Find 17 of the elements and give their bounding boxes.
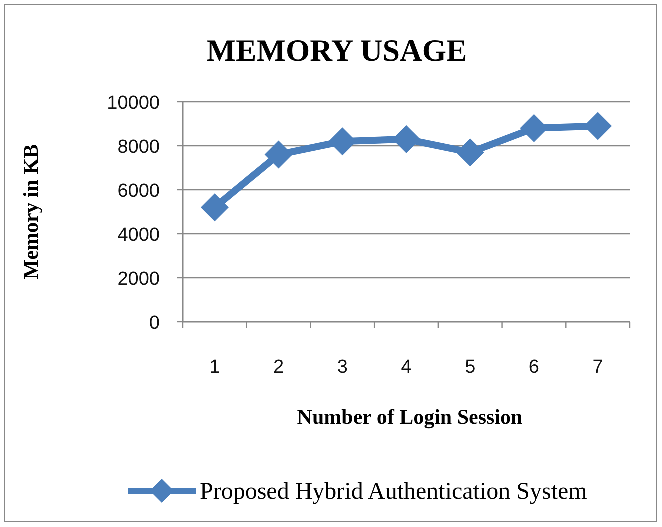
x-tick-label: 1	[210, 357, 220, 378]
y-tick-label: 4000	[118, 225, 160, 246]
y-tick-label: 2000	[118, 269, 160, 290]
chart-title: MEMORY USAGE	[206, 33, 468, 68]
legend-label: Proposed Hybrid Authentication System	[200, 479, 588, 505]
x-tick-label: 2	[274, 357, 284, 378]
x-tick-label: 4	[401, 357, 412, 378]
y-tick-label: 10000	[107, 93, 160, 114]
y-axis-title: Memory in KB	[19, 144, 43, 280]
x-axis-title: Number of Login Session	[297, 405, 523, 429]
x-tick-label: 7	[592, 357, 604, 378]
y-tick-label: 6000	[118, 181, 160, 202]
x-tick-label: 6	[528, 357, 540, 378]
x-tick-label: 5	[465, 357, 476, 378]
y-tick-label: 0	[149, 313, 160, 334]
x-tick-label: 3	[337, 357, 348, 378]
y-tick-label: 8000	[118, 137, 160, 158]
